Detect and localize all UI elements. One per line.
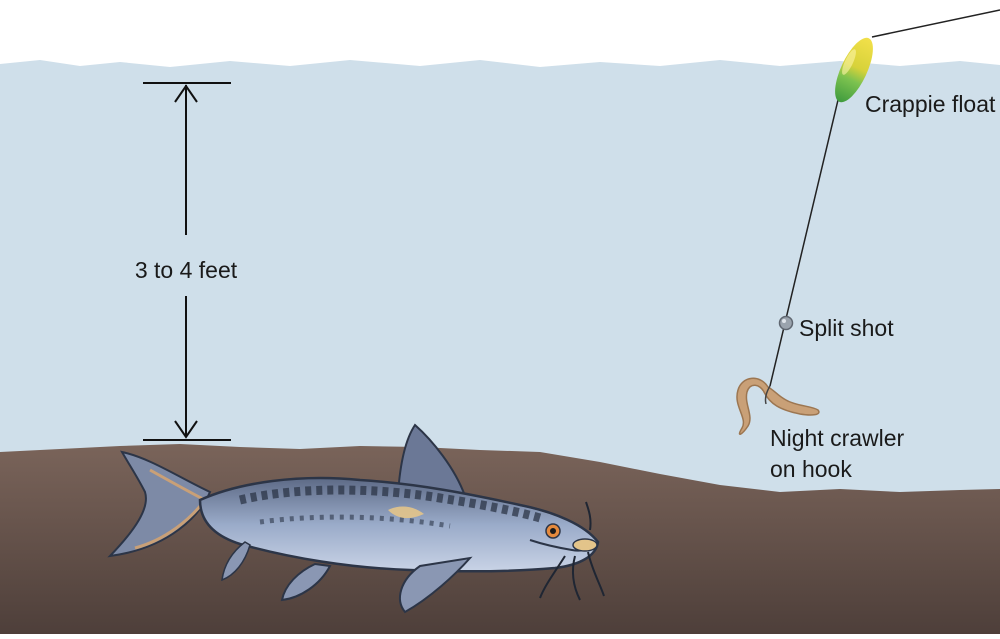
worm-icon <box>736 377 820 435</box>
depth-label: 3 to 4 feet <box>135 257 238 283</box>
catfish-illustration <box>107 423 605 614</box>
fishing-line <box>769 9 1000 387</box>
depth-marker: 3 to 4 feet <box>135 82 238 441</box>
split-shot-icon <box>778 315 794 331</box>
split-shot-label: Split shot <box>799 315 894 341</box>
bait-label-line2: on hook <box>770 456 852 482</box>
float-label: Crappie float <box>865 91 996 117</box>
bait-label-line1: Night crawler <box>770 425 905 451</box>
bobber-icon <box>835 37 873 103</box>
